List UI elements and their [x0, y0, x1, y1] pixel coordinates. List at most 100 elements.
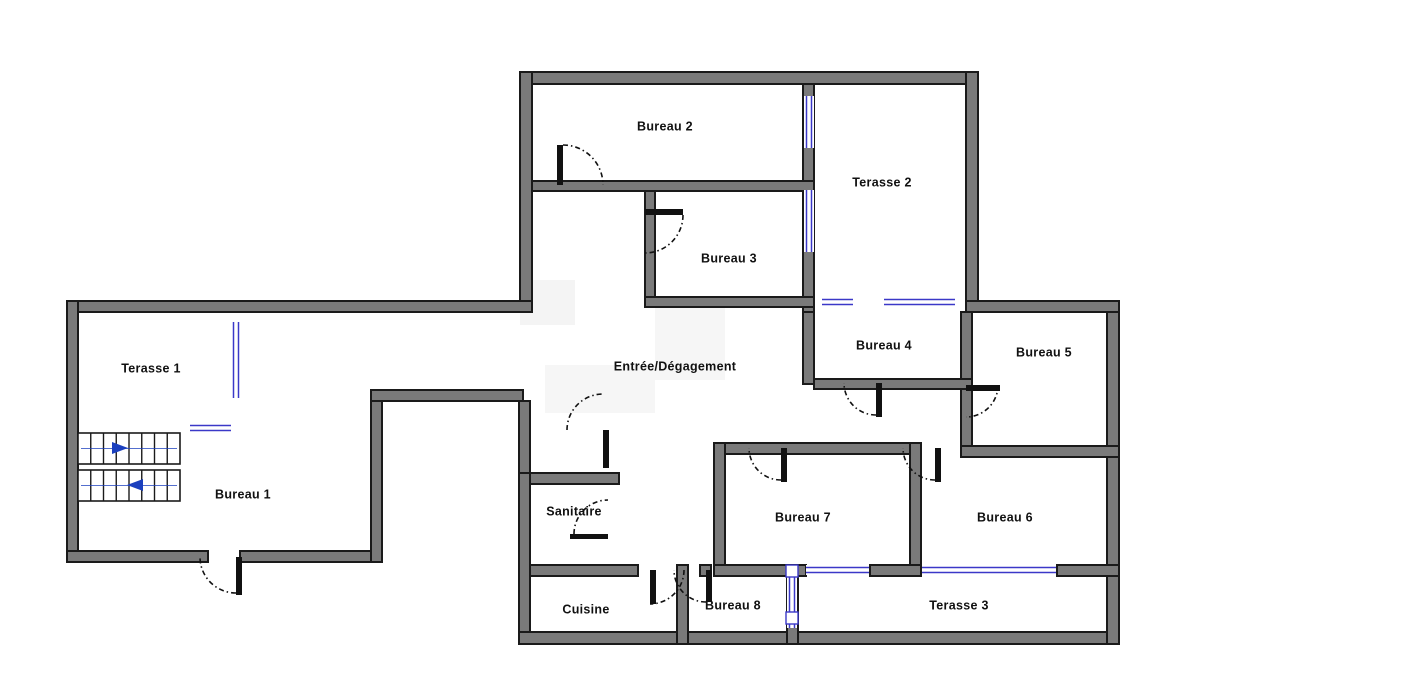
window-layer [190, 96, 1056, 628]
wall-b67-bottom-c [1056, 564, 1120, 577]
door-bureau-8 [673, 569, 712, 603]
win-terasse2-b1-gap [822, 297, 853, 307]
room-label-cuisine: Cuisine [562, 602, 609, 616]
door-cuisine [649, 569, 685, 605]
room-label-bureau-4: Bureau 4 [856, 338, 912, 352]
door-bureau-2 [557, 144, 604, 186]
wall-sanit-left [518, 472, 531, 644]
wall-outer-bottom-wing-a [66, 550, 209, 563]
room-label-bureau-6: Bureau 6 [977, 510, 1033, 524]
door-entree-swing-arc [566, 393, 604, 431]
room-label-terasse-3: Terasse 3 [929, 598, 988, 612]
wall-outer-left-wing [66, 300, 79, 562]
stair-lower [77, 469, 181, 502]
door-bureau-1-leaf [236, 557, 242, 595]
room-label-terasse-2: Terasse 2 [852, 175, 911, 189]
door-sanitaire [570, 499, 609, 539]
wall-b67-bottom-b [869, 564, 922, 577]
wall-b4-left [802, 311, 815, 385]
door-frame-node-0 [785, 564, 799, 578]
room-label-bureau-7: Bureau 7 [775, 510, 831, 524]
wall-outer-left-upper [519, 71, 533, 307]
door-frame-bureau8-terasse3 [785, 564, 799, 625]
watermark [520, 280, 725, 413]
wall-link-top-left-wing [66, 300, 533, 313]
wall-b3-bottom [644, 296, 815, 308]
window-win-terasse2-b1 [822, 297, 853, 307]
door-bureau-8-swing-arc [673, 569, 707, 603]
watermark-mark-b [545, 365, 655, 413]
door-entree [566, 393, 609, 468]
window-win-terasse1-v [231, 322, 241, 398]
wall-outer-bottom-main [518, 631, 1120, 645]
window-win-terasse2-b2 [884, 297, 955, 307]
door-bureau-4-swing-arc [843, 382, 877, 416]
door-bureau-4 [843, 382, 882, 417]
door-bureau-7 [748, 447, 787, 482]
door-bureau-6-swing-arc [902, 447, 936, 481]
room-label-sanitaire: Sanitaire [546, 504, 602, 518]
room-label-bureau-2: Bureau 2 [637, 119, 693, 133]
wall-b4-bottom [813, 378, 973, 390]
room-label-bureau-3: Bureau 3 [701, 251, 757, 265]
wall-b7-top [713, 442, 922, 455]
window-win-terasse3-a [806, 565, 869, 575]
wall-outer-right-main [1106, 300, 1120, 645]
wall-b7-right [909, 442, 922, 570]
door-bureau-1 [199, 556, 242, 595]
wall-bureau1-right [370, 389, 383, 563]
room-label-bureau-5: Bureau 5 [1016, 345, 1072, 359]
door-bureau-7-leaf [781, 448, 787, 482]
wall-top-right-connector [965, 300, 1120, 313]
stair-lower-direction-arrow-icon [127, 479, 143, 491]
wall-b7-left [713, 442, 726, 570]
room-label-terasse-1: Terasse 1 [121, 361, 180, 375]
window-win-terasse3-b [922, 565, 1056, 575]
door-layer [199, 144, 1000, 605]
wall-sanit-top [518, 472, 620, 485]
wall-b5-bottom [960, 445, 1120, 458]
win-terasse2-l2-gap [804, 190, 814, 252]
door-bureau-3-leaf [645, 209, 683, 215]
wall-corridor-left [518, 400, 531, 474]
door-bureau-4-leaf [876, 383, 882, 417]
window-win-terasse2-l1 [804, 96, 814, 148]
room-label-entree-degagement: Entrée/Dégagement [614, 359, 737, 373]
door-bureau-2-leaf [557, 145, 563, 185]
window-win-terasse2-l2 [804, 190, 814, 252]
door-frame-node-1 [785, 611, 799, 625]
stair-layer [77, 432, 181, 502]
win-terasse2-b2-gap [884, 297, 955, 307]
win-terasse3-b-gap [922, 565, 1056, 575]
win-terasse3-a-gap [806, 565, 869, 575]
door-bureau-7-swing-arc [748, 447, 782, 481]
door-cuisine-swing-arc [649, 569, 685, 605]
door-bureau-3 [644, 209, 684, 254]
door-cuisine-leaf [650, 570, 656, 604]
door-bureau-6-leaf [935, 448, 941, 482]
room-label-bureau-8: Bureau 8 [705, 598, 761, 612]
door-entree-leaf [603, 430, 609, 468]
room-label-layer: Bureau 2 Terasse 2 Bureau 3 Terasse 1 Entrée… [121, 119, 1072, 616]
win-b8-vert-gap [787, 570, 797, 628]
door-bureau-5-leaf [966, 385, 1000, 391]
win-terasse1-v-gap [231, 322, 241, 398]
window-win-terasse1-h [190, 423, 231, 433]
win-terasse1-h-gap [190, 423, 231, 433]
stair-upper [77, 432, 181, 465]
wall-outer-right-upper [965, 71, 979, 307]
door-bureau-2-swing-arc [562, 144, 604, 186]
wall-cuisine-right [676, 564, 689, 645]
stair-upper-direction-arrow-icon [112, 442, 128, 454]
door-sanitaire-swing-arc [573, 499, 609, 535]
watermark-mark-c [655, 300, 725, 380]
door-bureau-8-leaf [706, 570, 712, 602]
door-bureau-5-swing-arc [965, 384, 999, 418]
wall-b2-b3-sep [531, 180, 815, 192]
door-bureau-1-swing-arc [199, 556, 237, 594]
wall-outer-bottom-wing-b [239, 550, 383, 563]
win-terasse2-l1-gap [804, 96, 814, 148]
door-bureau-6 [902, 447, 941, 482]
